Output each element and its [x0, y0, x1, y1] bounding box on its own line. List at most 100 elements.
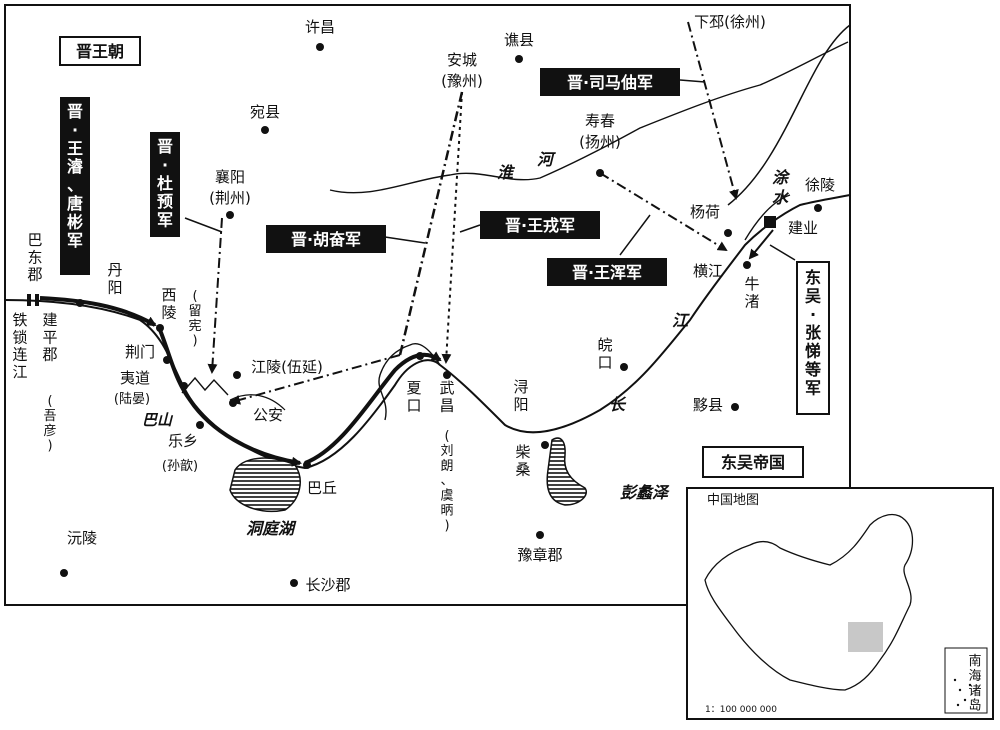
coastline	[727, 24, 851, 206]
city-yanghe: 杨荷	[690, 203, 720, 221]
inset-scale: 1：100 000 000	[705, 705, 777, 715]
city-xiakou: 夏口	[406, 379, 421, 414]
city-dots	[60, 43, 822, 587]
dongting-lake	[229, 457, 301, 512]
city-wanxian: 宛县	[250, 103, 280, 121]
duyu-route	[207, 217, 223, 374]
city-yidao: 夷道	[120, 369, 150, 387]
city-leixiang: 乐乡	[168, 432, 198, 450]
dynasty-label-box	[59, 36, 141, 66]
huai-river-line	[329, 41, 849, 194]
zhangti-route	[748, 229, 774, 260]
feature-pengli: 彭蠡泽	[620, 483, 670, 502]
wangrong-route	[441, 91, 463, 364]
duyu-pointer	[184, 217, 223, 233]
city-xiapi: 下邳(徐州)	[694, 13, 766, 31]
city-anching-sub: (豫州)	[441, 72, 483, 90]
army-wangjun-label: 晋·王濬、唐彬军	[67, 102, 84, 250]
city-badong: 巴东郡	[27, 231, 42, 284]
feature-tiesuo: 铁锁连江	[12, 311, 27, 381]
army-zhangti-label: 东吴·张悌等军	[804, 268, 822, 397]
feature-tu-1: 涂	[772, 168, 791, 187]
army-wanghun-label: 晋·王浑军	[572, 263, 642, 282]
pengli-lake	[546, 437, 587, 506]
city-chaisang: 柴桑	[515, 443, 530, 478]
army-duyu-label: 晋·杜预军	[157, 137, 173, 230]
city-gongan: 公安	[253, 406, 283, 424]
feature-tu-2: 水	[772, 188, 790, 207]
city-jingmen: 荆门	[125, 343, 155, 361]
army-simazhou-box	[540, 68, 680, 96]
zhangti-pointer	[769, 244, 796, 261]
city-xunyang: 浔阳	[513, 378, 528, 413]
wanghun-pointer	[619, 214, 651, 256]
city-yuzhang: 豫章郡	[517, 546, 562, 564]
city-wankou: 皖口	[597, 336, 612, 371]
city-yuanling: 沅陵	[67, 529, 97, 547]
feature-dongting: 洞庭湖	[246, 519, 297, 538]
city-hengjiang: 横江	[693, 262, 723, 280]
wangrong-pointer	[459, 224, 481, 233]
army-wangrong-label: 晋·王戎军	[505, 216, 575, 235]
city-liulang: (刘朗、虞昞)	[440, 429, 453, 533]
army-hufen-box	[266, 225, 386, 253]
city-wuchang: 武昌	[439, 379, 454, 414]
city-shouchun: 寿春	[585, 112, 615, 130]
city-jianping: 建平郡	[42, 311, 57, 364]
city-baqiu: 巴丘	[307, 479, 337, 497]
city-xiangyang: 襄阳	[215, 168, 245, 186]
city-jianye: 建业	[788, 219, 818, 237]
tu-river-line	[744, 194, 791, 241]
map-frame	[4, 4, 851, 606]
inset-map: 中国地图 南海诸岛 1：100 000 000	[686, 487, 994, 720]
city-danyang: 丹阳	[107, 261, 122, 296]
hufen-route-b	[230, 354, 401, 405]
city-xiling: 西陵	[161, 286, 176, 321]
city-anching: 安城	[447, 51, 477, 69]
hufen-route-a	[398, 91, 464, 356]
city-wuyan: (吾彦)	[43, 394, 56, 454]
city-xuchang: 许昌	[305, 18, 335, 36]
wangjun-route-1	[39, 296, 157, 327]
inset-islands-dots	[953, 678, 972, 707]
city-xiangyang-sub: (荆州)	[209, 189, 251, 207]
jianye-capital-marker	[764, 216, 776, 228]
inset-islands-label: 南海诸岛	[968, 653, 981, 714]
city-sunxin: (孙歆)	[162, 458, 198, 474]
wu-label-box	[702, 446, 804, 478]
chain-symbol	[27, 294, 39, 306]
feature-huai-1: 淮	[497, 163, 516, 182]
wanghun-route	[599, 172, 728, 252]
inset-islands-box	[944, 647, 988, 714]
feature-huai-2: 河	[537, 150, 556, 169]
city-shouchun-sub: (扬州)	[579, 133, 621, 151]
city-changsha: 长沙郡	[305, 576, 350, 594]
wangjun-route-2	[158, 329, 302, 467]
feature-bashan: 巴山	[142, 411, 174, 429]
inset-highlight-area	[848, 622, 883, 652]
army-simazhou-label: 晋·司马伷军	[567, 73, 653, 92]
mountain-symbol	[181, 376, 229, 396]
hufen-pointer	[384, 236, 426, 244]
army-wanghun-box	[547, 258, 667, 286]
han-river-line	[378, 343, 441, 421]
army-hufen-label: 晋·胡奋军	[291, 230, 361, 249]
army-duyu: 晋·杜预军	[150, 132, 180, 237]
city-qiaoxian: 谯县	[504, 31, 534, 49]
city-liuxian: (留宪)	[188, 289, 201, 349]
army-wangrong-box	[480, 211, 600, 239]
city-xuling: 徐陵	[805, 176, 835, 194]
city-niuzhu: 牛渚	[744, 275, 759, 310]
inset-title: 中国地图	[707, 493, 759, 508]
wu-label: 东吴帝国	[721, 453, 785, 472]
city-jiangling: 江陵(伍延)	[251, 358, 323, 376]
feature-jiang: 江	[672, 311, 690, 330]
army-zhangti: 东吴·张悌等军	[796, 261, 830, 415]
dynasty-label: 晋王朝	[76, 42, 124, 61]
city-lujing: (陆晏)	[114, 391, 150, 407]
feature-chang: 长	[609, 395, 627, 414]
army-wangjun: 晋·王濬、唐彬军	[60, 97, 90, 275]
simazhou-route	[687, 21, 739, 200]
